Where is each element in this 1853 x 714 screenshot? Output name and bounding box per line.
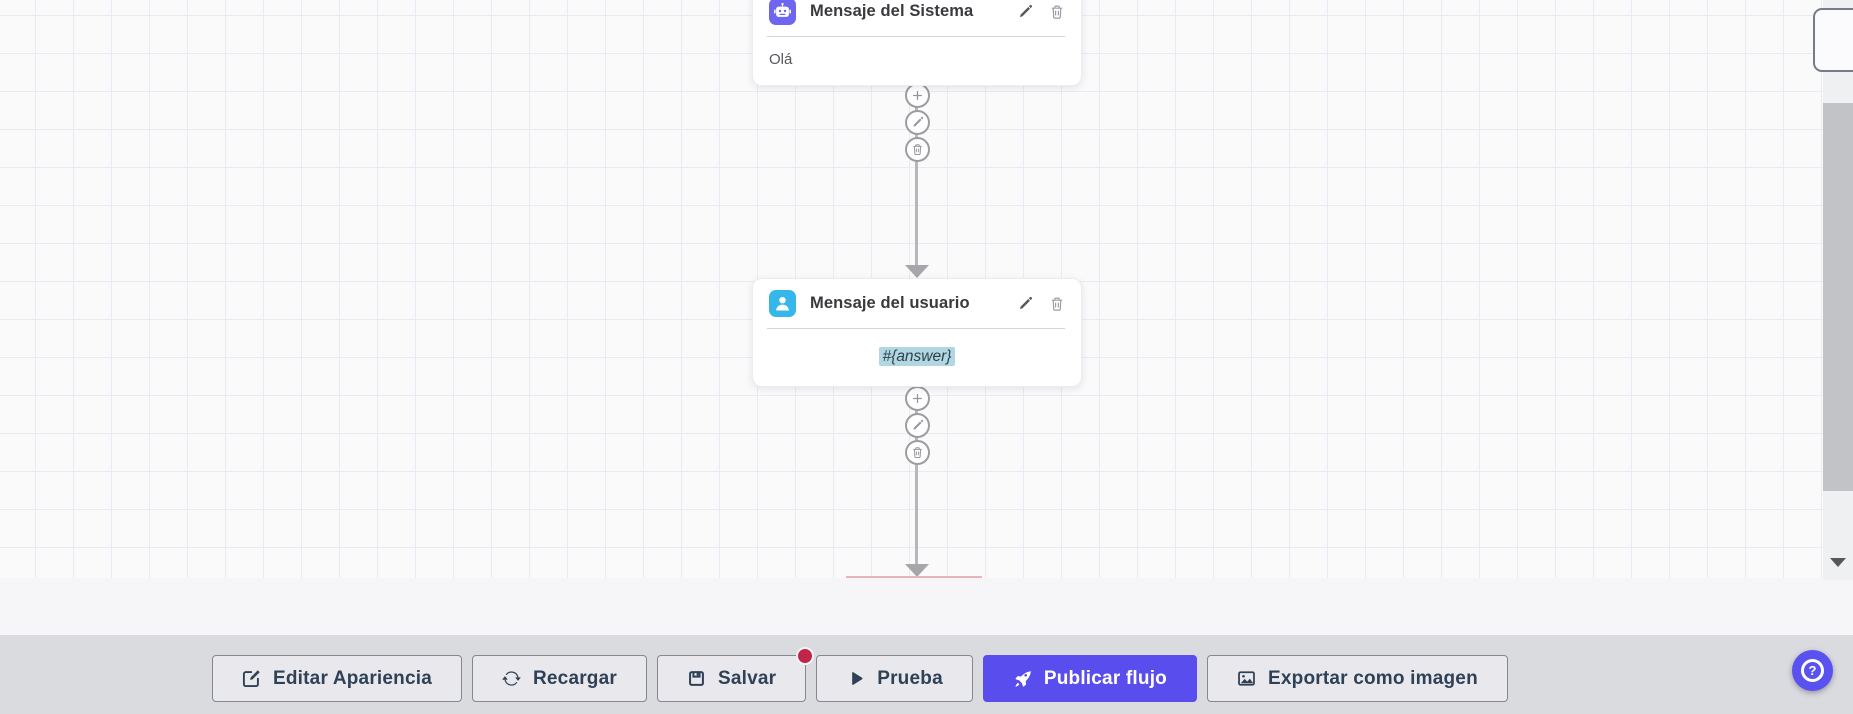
- edit-node-icon[interactable]: [1017, 296, 1033, 312]
- canvas-bottom-strip: [0, 578, 1853, 635]
- edit-connection-icon[interactable]: [905, 110, 930, 135]
- delete-node-icon[interactable]: [1049, 296, 1065, 312]
- robot-icon: [769, 0, 796, 25]
- next-node-edge-indicator: [846, 576, 982, 578]
- question-icon: ?: [1801, 659, 1824, 682]
- save-button[interactable]: Salvar: [656, 647, 815, 702]
- node-divider: [767, 36, 1065, 37]
- refresh-icon: [502, 669, 521, 688]
- button-label: Recargar: [532, 667, 617, 689]
- button-label: Exportar como imagen: [1268, 667, 1478, 689]
- image-icon: [1237, 669, 1256, 688]
- node-divider: [767, 328, 1065, 329]
- user-icon: [769, 290, 796, 317]
- add-node-icon[interactable]: [905, 83, 930, 108]
- node-content: Olá: [753, 37, 1081, 85]
- bottom-toolbar: Editar Apariencia Recargar Salvar: [0, 635, 1853, 714]
- edit-connection-icon[interactable]: [905, 413, 930, 438]
- node-header: Mensaje del usuario: [753, 279, 1081, 328]
- reload-button[interactable]: Recargar: [471, 655, 647, 702]
- delete-node-icon[interactable]: [1049, 4, 1065, 20]
- node-title: Mensaje del Sistema: [810, 2, 974, 20]
- help-button[interactable]: ?: [1792, 650, 1833, 691]
- answer-variable-chip[interactable]: #{answer}: [878, 347, 956, 366]
- edit-square-icon: [242, 669, 261, 688]
- connector-arrow-icon: [905, 265, 929, 278]
- play-icon: [846, 669, 865, 688]
- flow-canvas[interactable]: Mensaje del Sistema Olá: [0, 0, 1853, 580]
- add-node-icon[interactable]: [905, 386, 930, 411]
- export-image-button[interactable]: Exportar como imagen: [1207, 655, 1508, 702]
- unsaved-changes-badge: [796, 647, 815, 665]
- edit-node-icon[interactable]: [1017, 4, 1033, 20]
- button-label: Prueba: [877, 667, 943, 689]
- vertical-scrollbar[interactable]: [1823, 0, 1853, 580]
- button-label: Editar Apariencia: [273, 667, 432, 689]
- test-button[interactable]: Prueba: [816, 655, 973, 702]
- save-icon: [687, 669, 706, 688]
- scrollbar-thumb[interactable]: [1823, 103, 1853, 491]
- node-content-text: Olá: [769, 51, 793, 68]
- delete-connection-icon[interactable]: [905, 137, 930, 162]
- help-label: ?: [1808, 663, 1817, 678]
- corner-panel: [1813, 8, 1853, 72]
- connector-actions: [905, 83, 930, 162]
- button-label: Salvar: [717, 667, 777, 689]
- edit-appearance-button[interactable]: Editar Apariencia: [212, 655, 462, 702]
- connector-actions: [905, 386, 930, 465]
- node-content: #{answer}: [753, 329, 1081, 386]
- connector-line: [915, 384, 918, 565]
- button-label: Publicar flujo: [1043, 667, 1167, 689]
- delete-connection-icon[interactable]: [905, 440, 930, 465]
- node-actions: [1017, 296, 1065, 312]
- publish-flow-button[interactable]: Publicar flujo: [982, 655, 1197, 702]
- node-system-message[interactable]: Mensaje del Sistema Olá: [752, 0, 1082, 86]
- node-user-message[interactable]: Mensaje del usuario #{answer}: [752, 278, 1082, 387]
- rocket-icon: [1013, 669, 1032, 688]
- connector-line: [915, 81, 918, 266]
- connector-arrow-icon: [905, 564, 929, 577]
- node-actions: [1017, 4, 1065, 20]
- node-header: Mensaje del Sistema: [753, 0, 1081, 36]
- scrollbar-down-arrow-icon[interactable]: [1830, 558, 1846, 567]
- node-title: Mensaje del usuario: [810, 294, 970, 312]
